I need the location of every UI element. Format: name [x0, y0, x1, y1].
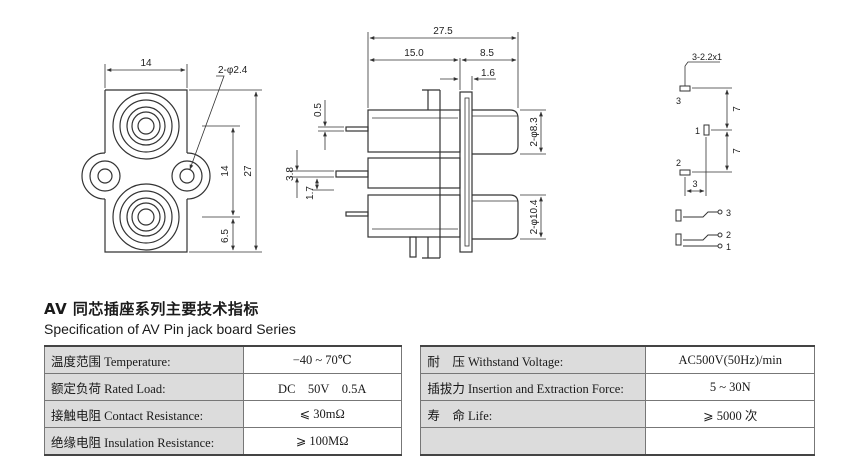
spec-label: 额定负荷 Rated Load: — [44, 373, 244, 401]
spec-value: 5 ~ 30N — [645, 373, 815, 401]
pcb-footprint — [679, 61, 732, 196]
dim-front-pitch: 14 — [220, 165, 231, 177]
pcb-pin1-label: 1 — [695, 126, 700, 136]
schematic-pin3: 3 — [726, 208, 731, 218]
spec-value — [645, 427, 815, 456]
spec-value: −40 ~ 70℃ — [242, 345, 402, 374]
dim-side-flange: 1.6 — [481, 68, 495, 79]
dim-side-body: 15.0 — [404, 48, 424, 59]
dim-front-hole: 2-φ2.4 — [218, 65, 248, 76]
dim-side-pin-pitch: 3.8 — [285, 167, 296, 181]
spec-label — [420, 427, 647, 456]
dim-front-height: 27 — [243, 165, 254, 177]
spec-value: ⩾ 100MΩ — [242, 427, 402, 456]
dim-side-plug: 8.5 — [480, 48, 494, 59]
table-row: 绝缘电阻 Insulation Resistance: ⩾ 100MΩ — [44, 427, 815, 456]
pcb-holes-label: 3-2.2x1 — [692, 52, 722, 62]
table-row: 温度范围 Temperature: −40 ~ 70℃ 耐 压 Withstan… — [44, 345, 815, 374]
pcb-dim-width: 3 — [692, 179, 697, 189]
dim-side-pin-thick: 0.5 — [313, 103, 324, 117]
dim-front-bottom: 6.5 — [220, 229, 231, 243]
technical-drawing: 14 2-φ2.4 27 14 6.5 — [81, 26, 743, 259]
dim-side-dia-large: 2-φ10.4 — [529, 199, 540, 234]
spec-label: 绝缘电阻 Insulation Resistance: — [44, 427, 244, 456]
table-row: 接触电阻 Contact Resistance: ⩽ 30mΩ 寿 命 Life… — [44, 400, 815, 428]
spec-value: ⩽ 30mΩ — [242, 400, 402, 428]
pcb-pin3-label: 3 — [676, 96, 681, 106]
table-row: 额定负荷 Rated Load: DC 50V 0.5A 插拔力 Inserti… — [44, 373, 815, 401]
spec-label: 插拔力 Insertion and Extraction Force: — [420, 373, 647, 401]
schematic-symbol — [675, 209, 723, 249]
spec-label: 接触电阻 Contact Resistance: — [44, 400, 244, 428]
heading-chinese: AV 同芯插座系列主要技术指标 — [44, 300, 259, 318]
spec-label: 耐 压 Withstand Voltage: — [420, 345, 647, 374]
pcb-dim-top: 7 — [732, 106, 743, 112]
front-view — [81, 64, 262, 253]
spec-label: 寿 命 Life: — [420, 400, 647, 428]
spec-value: ⩾ 5000 次 — [645, 400, 815, 428]
schematic-pin2: 2 — [726, 230, 731, 240]
dim-side-dia-small: 2-φ8.3 — [529, 117, 540, 147]
dim-front-width: 14 — [140, 58, 152, 69]
side-view — [290, 32, 546, 259]
spec-value: DC 50V 0.5A — [242, 373, 402, 401]
dim-side-pin-off: 1.7 — [305, 186, 316, 200]
spec-label: 温度范围 Temperature: — [44, 345, 244, 374]
pcb-dim-bottom: 7 — [732, 148, 743, 154]
schematic-pin1: 1 — [726, 242, 731, 252]
spec-table: 温度范围 Temperature: −40 ~ 70℃ 耐 压 Withstan… — [44, 345, 815, 456]
dim-side-total: 27.5 — [433, 26, 453, 37]
spec-value: AC500V(50Hz)/min — [645, 345, 815, 374]
pcb-pin2-label: 2 — [676, 158, 681, 168]
heading-english: Specification of AV Pin jack board Serie… — [44, 321, 296, 337]
